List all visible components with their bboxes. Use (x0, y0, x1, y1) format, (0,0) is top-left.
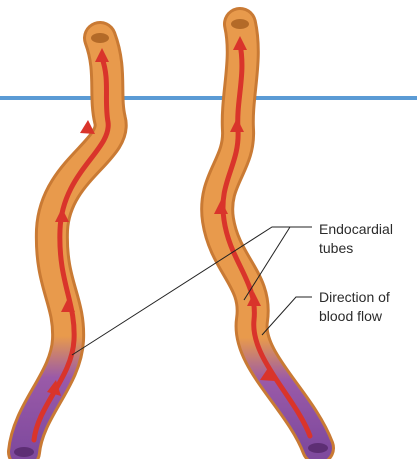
endocardial-leader-lines (72, 227, 312, 355)
red-arrow-up-icon (80, 120, 95, 134)
right-tube-body (217, 24, 318, 448)
left-tube-bottom-opening (14, 447, 34, 457)
blood-flow-label-line2: blood flow (319, 307, 382, 325)
right-tube-top-opening (231, 19, 249, 29)
endocardial-tubes-label-line2: tubes (319, 239, 353, 257)
blood-flow-label-line1: Direction of (319, 288, 390, 306)
endocardial-tubes-label-line1: Endocardial (319, 220, 393, 238)
left-tube-top-opening (91, 33, 109, 43)
right-endocardial-tube (214, 19, 328, 453)
right-tube-bottom-opening (308, 443, 328, 453)
endocardial-leader-line-left (72, 227, 312, 355)
